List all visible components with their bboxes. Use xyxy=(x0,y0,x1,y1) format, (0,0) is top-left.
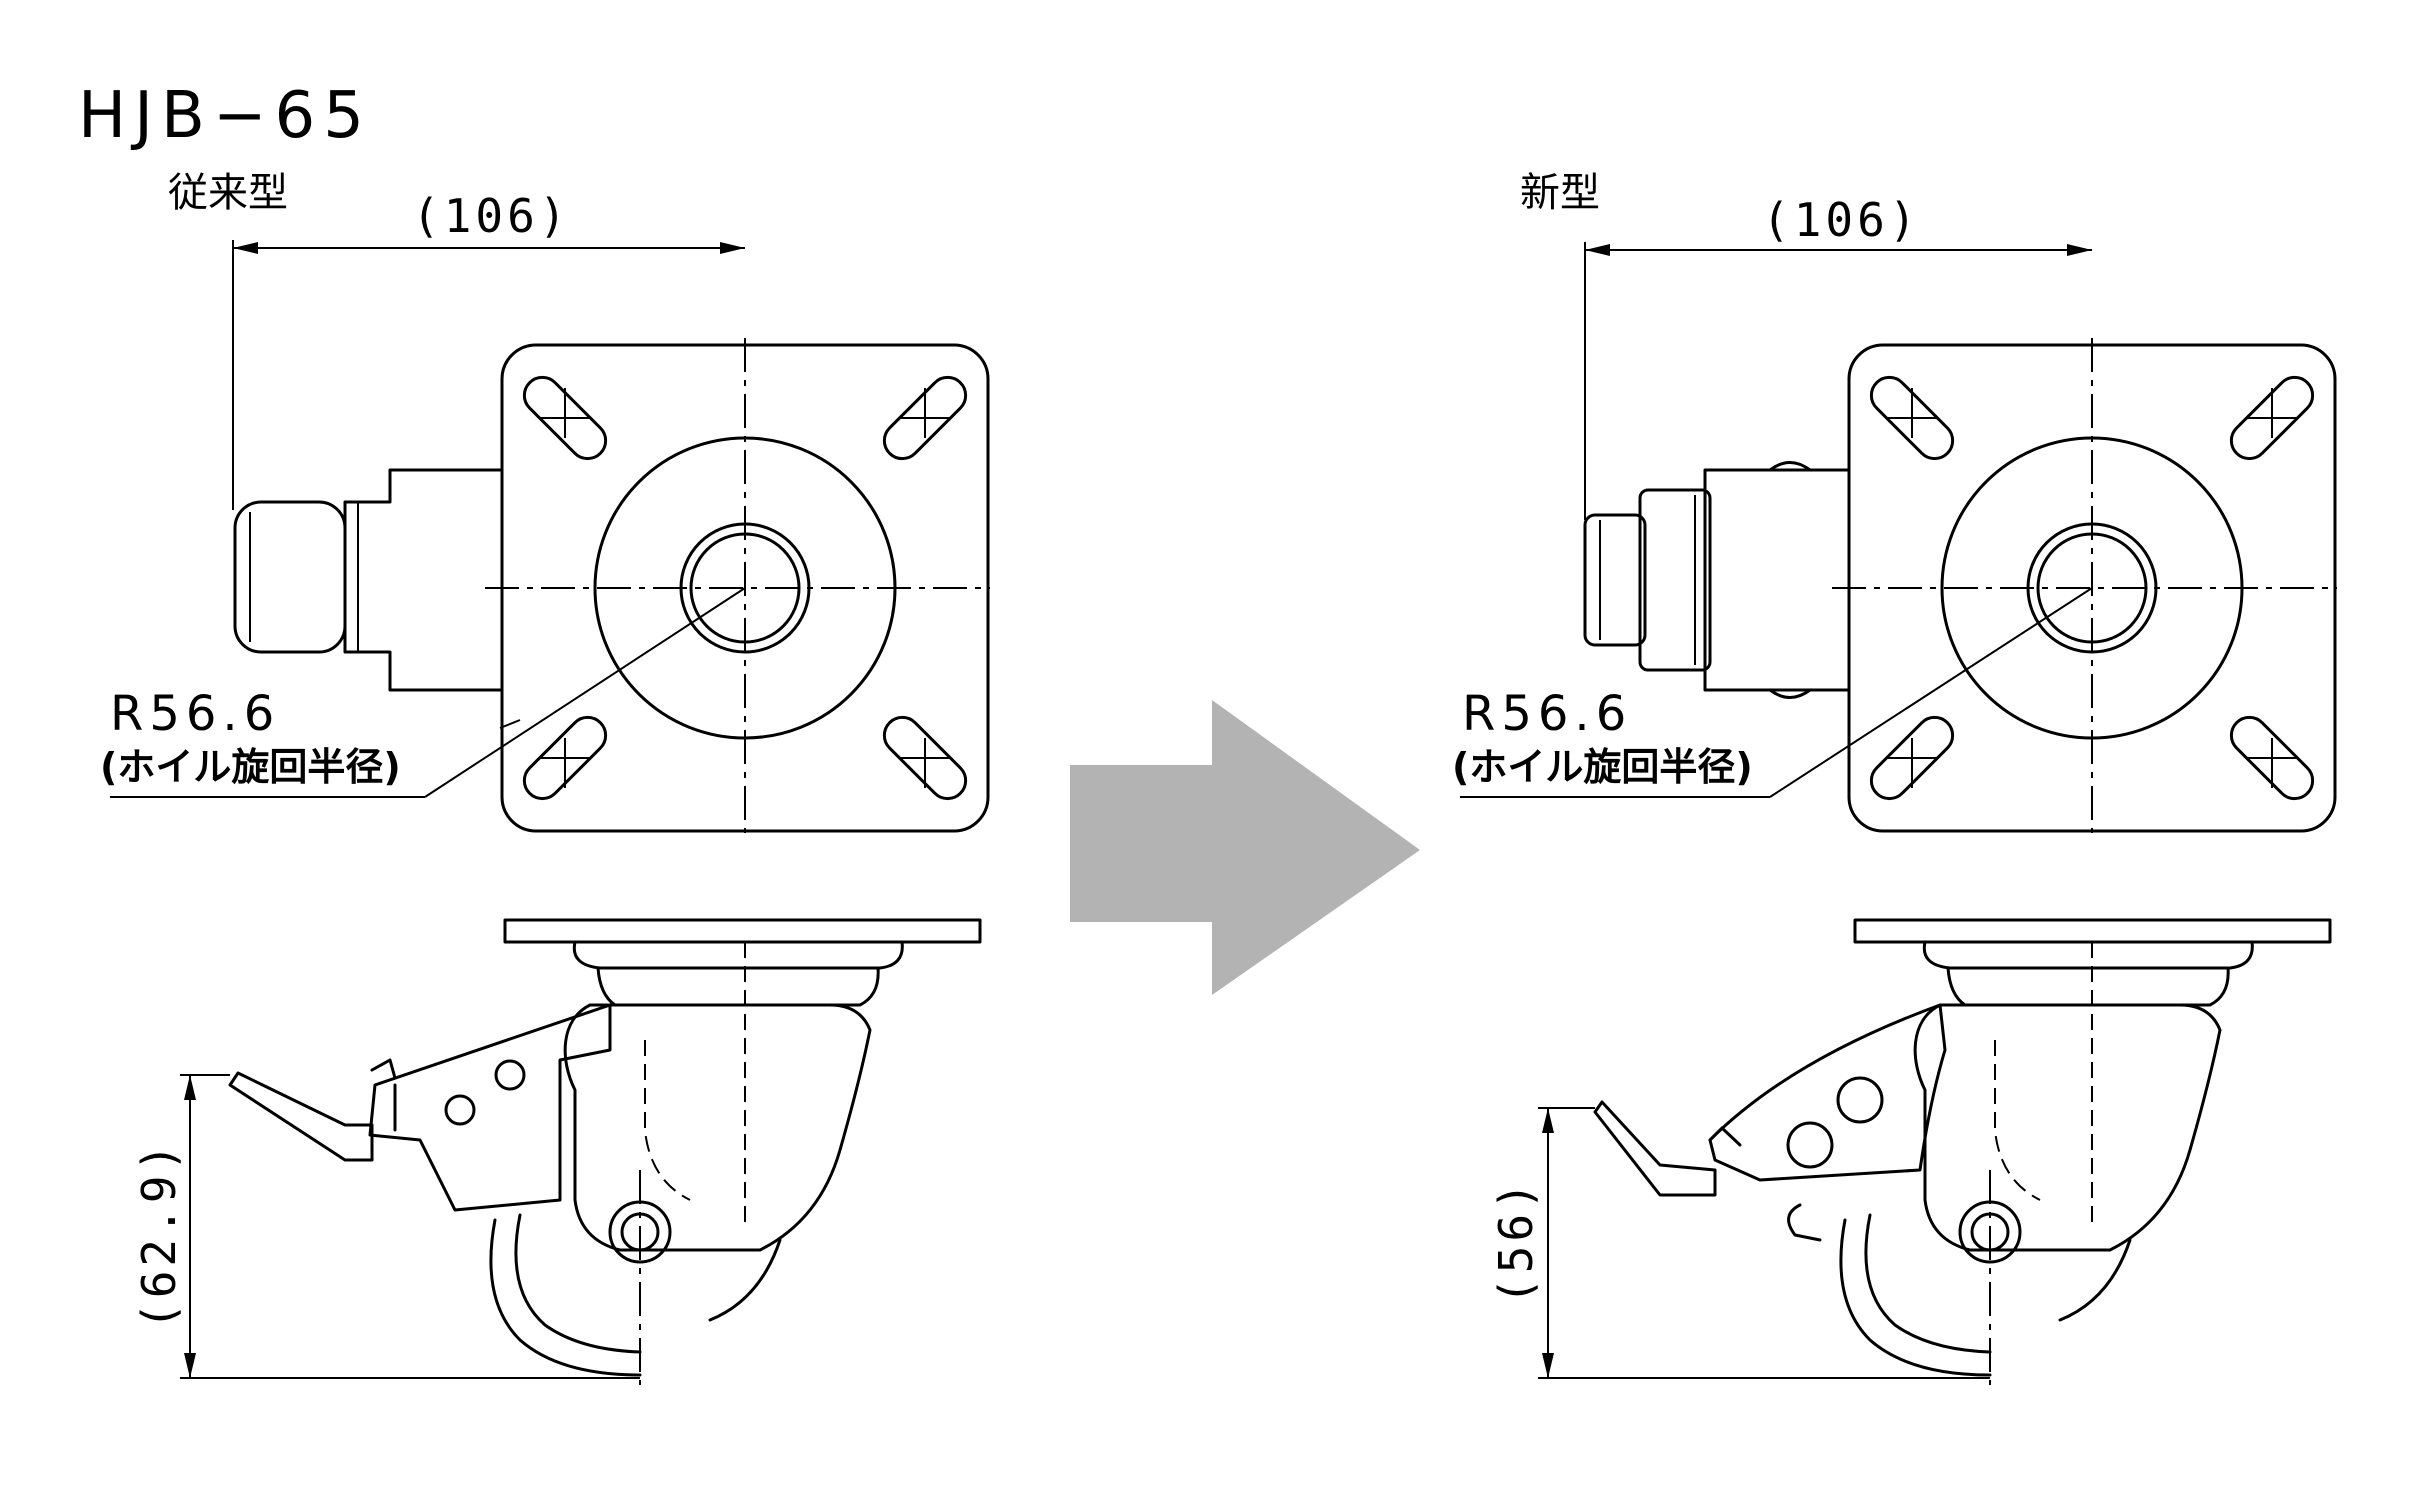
new-width-dim-text: (106) xyxy=(1762,193,1920,247)
old-radius-note: (ホイル旋回半径) xyxy=(100,745,401,789)
new-radius-text: R56.6 xyxy=(1462,686,1632,742)
new-width-dimension: (106) xyxy=(1584,193,2092,520)
old-radius-text: R56.6 xyxy=(110,686,280,742)
old-width-dim-text: (106) xyxy=(412,189,570,243)
old-height-dim-text: (62.9) xyxy=(132,1140,186,1330)
old-brake-pedal-top xyxy=(233,468,502,692)
new-brake-pedal-top xyxy=(1583,461,1850,699)
drawing-title: HJB−65 xyxy=(78,79,372,153)
new-model-view: 新型 (106) R56.6 (ホイル旋回半径) xyxy=(1452,170,2339,1385)
old-model-label: 従来型 xyxy=(168,170,288,216)
new-caster-side-view: (56) xyxy=(1489,918,2332,1385)
old-radius-leader: R56.6 (ホイル旋回半径) xyxy=(100,587,746,798)
old-caster-side-view: (62.9) xyxy=(132,918,982,1385)
right-arrow-icon xyxy=(1070,700,1420,995)
new-radius-note: (ホイル旋回半径) xyxy=(1452,745,1753,789)
old-model-view: 従来型 (106) R56.6 (ホイル旋回半径) xyxy=(100,170,992,1385)
old-width-dimension: (106) xyxy=(232,189,745,510)
new-model-label: 新型 xyxy=(1520,170,1600,216)
new-radius-leader: R56.6 (ホイル旋回半径) xyxy=(1452,587,2093,798)
new-height-dim-text: (56) xyxy=(1489,1178,1543,1305)
